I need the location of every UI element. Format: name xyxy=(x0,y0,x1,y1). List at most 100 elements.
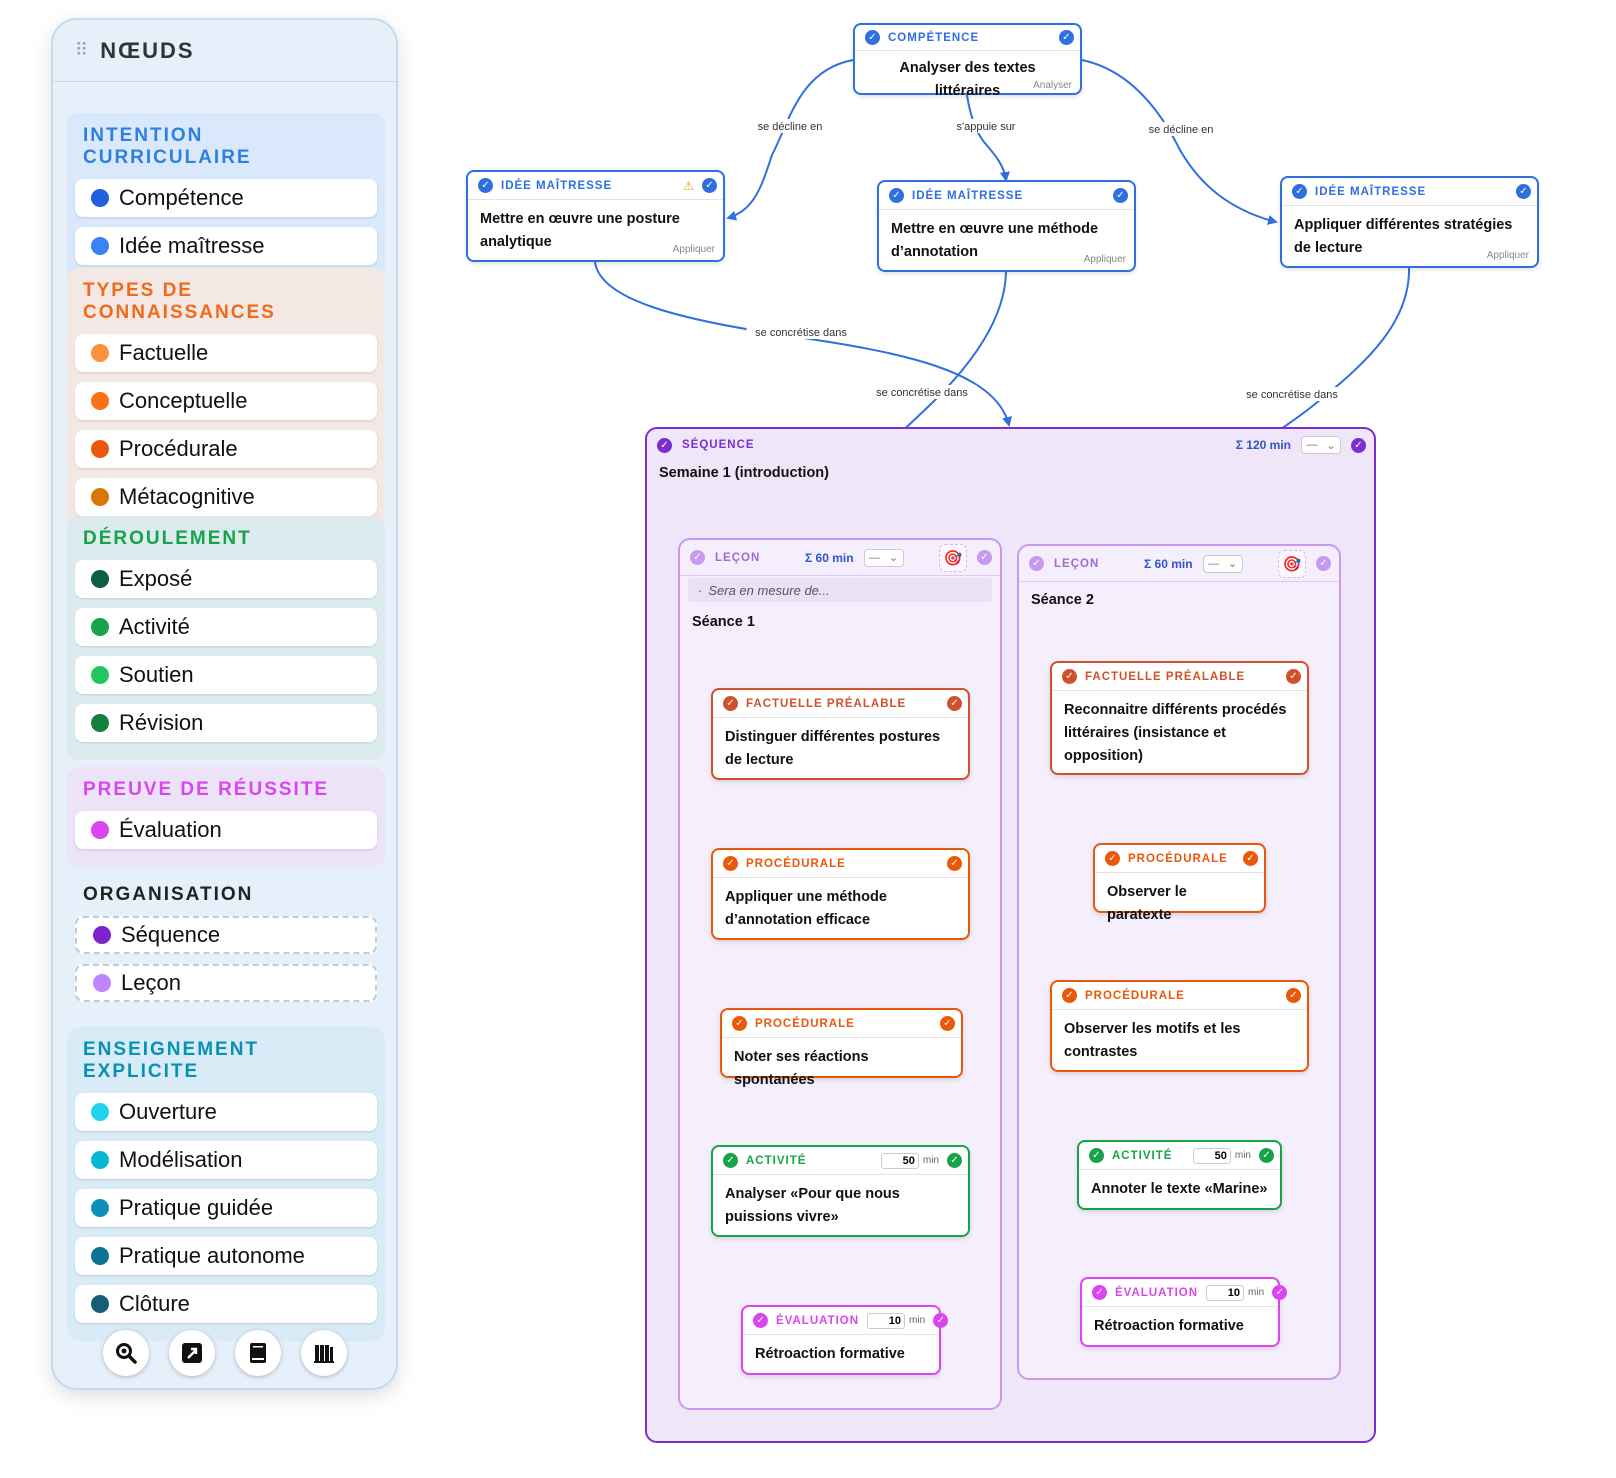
edge-label: se concrétise dans xyxy=(755,327,847,339)
procedural-knowledge-node[interactable]: ✓PROCÉDURALE✓ Observer les motifs et les… xyxy=(1050,980,1309,1072)
node-type-item[interactable]: Exposé xyxy=(75,560,377,598)
target-icon[interactable]: 🎯 xyxy=(939,543,967,572)
status-check-icon[interactable]: ✓ xyxy=(1243,851,1258,866)
status-check-icon[interactable]: ✓ xyxy=(940,1016,955,1031)
node-type-item[interactable]: Révision xyxy=(75,704,377,742)
status-check-icon[interactable]: ✓ xyxy=(1113,188,1128,203)
edge-line[interactable] xyxy=(594,261,1012,427)
edge-label: se concrétise dans xyxy=(876,387,968,399)
idea-node[interactable]: ✓ IDÉE MAÎTRESSE ✓ Appliquer différentes… xyxy=(1280,176,1539,268)
node-type-item[interactable]: Conceptuelle xyxy=(75,382,377,420)
export-icon[interactable] xyxy=(168,1330,215,1376)
book-icon[interactable] xyxy=(234,1330,281,1376)
validated-check-icon: ✓ xyxy=(889,188,904,203)
node-kind: IDÉE MAÎTRESSE xyxy=(501,179,613,192)
node-type-item[interactable]: Compétence xyxy=(75,179,377,217)
minutes-input[interactable] xyxy=(1206,1284,1245,1301)
node-text: Distinguer différentes postures de lectu… xyxy=(725,729,941,768)
node-type-item[interactable]: Évaluation xyxy=(75,811,377,849)
minutes-input[interactable] xyxy=(880,1152,919,1169)
competence-node[interactable]: ✓ COMPÉTENCE ✓ Analyser des textes litté… xyxy=(853,23,1082,99)
status-check-icon[interactable]: ✓ xyxy=(947,1153,962,1168)
validated-check-icon: ✓ xyxy=(1292,184,1307,199)
library-icon[interactable] xyxy=(300,1330,347,1376)
node-type-item[interactable]: Clôture xyxy=(75,1285,377,1323)
lesson-container[interactable]: ✓ LEÇON Σ 60 min —⌄ 🎯 ✓ · Sera en mesure… xyxy=(678,538,1002,1410)
sequence-title: Semaine 1 (introduction) xyxy=(659,465,829,481)
objective-hint[interactable]: · Sera en mesure de... xyxy=(688,578,992,602)
procedural-knowledge-node[interactable]: ✓PROCÉDURALE✓ Appliquer une méthode d’an… xyxy=(711,848,970,940)
minutes-input[interactable] xyxy=(1192,1147,1231,1164)
node-text: Rétroaction formative xyxy=(1094,1318,1244,1334)
activity-node[interactable]: ✓ACTIVITÉmin✓ Annoter le texte «Marine» xyxy=(1077,1140,1282,1210)
node-tag: Analyser xyxy=(1033,80,1072,91)
status-check-icon[interactable]: ✓ xyxy=(1286,669,1301,684)
node-type-label: Leçon xyxy=(121,970,181,995)
node-type-label: Soutien xyxy=(119,662,194,687)
validated-check-icon: ✓ xyxy=(1105,851,1120,866)
search-icon[interactable] xyxy=(102,1330,149,1376)
procedural-knowledge-node[interactable]: ✓PROCÉDURALE✓ Observer le paratexte xyxy=(1093,843,1266,923)
duration-select[interactable]: —⌄ xyxy=(1301,436,1341,454)
edge-line[interactable] xyxy=(726,59,854,221)
duration-field: min xyxy=(880,1152,939,1169)
status-check-icon[interactable]: ✓ xyxy=(947,856,962,871)
node-type-item[interactable]: Leçon xyxy=(75,964,377,1002)
target-icon[interactable]: 🎯 xyxy=(1278,549,1306,578)
factual-knowledge-node[interactable]: ✓FACTUELLE PRÉALABLE✓ Distinguer différe… xyxy=(711,688,970,780)
evaluation-node[interactable]: ✓ÉVALUATIONmin✓ Rétroaction formative xyxy=(741,1305,949,1375)
node-kind: ÉVALUATION xyxy=(776,1314,860,1327)
status-check-icon[interactable]: ✓ xyxy=(1059,30,1074,45)
duration-select[interactable]: —⌄ xyxy=(1202,554,1243,573)
node-type-item[interactable]: Métacognitive xyxy=(75,478,377,516)
node-type-item[interactable]: Soutien xyxy=(75,656,377,694)
node-type-label: Activité xyxy=(119,614,190,639)
status-check-icon[interactable]: ✓ xyxy=(1351,437,1366,453)
node-type-item[interactable]: Modélisation xyxy=(75,1141,377,1179)
status-check-icon[interactable]: ✓ xyxy=(1259,1148,1274,1163)
color-dot-icon xyxy=(91,488,109,506)
node-type-item[interactable]: Factuelle xyxy=(75,334,377,372)
node-text: Mettre en œuvre une posture analytique xyxy=(480,211,680,250)
edge-label: se décline en xyxy=(1149,124,1214,136)
procedural-knowledge-node[interactable]: ✓PROCÉDURALE✓ Noter ses réactions sponta… xyxy=(720,1008,963,1088)
color-dot-icon xyxy=(91,1295,109,1313)
node-kind: PROCÉDURALE xyxy=(746,857,846,870)
drag-handle-icon[interactable]: ⠿ xyxy=(75,40,88,60)
warning-icon[interactable]: ⚠ xyxy=(683,178,694,193)
color-dot-icon xyxy=(91,344,109,362)
status-check-icon[interactable]: ✓ xyxy=(1286,988,1301,1003)
node-type-item[interactable]: Pratique autonome xyxy=(75,1237,377,1275)
evaluation-node[interactable]: ✓ÉVALUATIONmin✓ Rétroaction formative xyxy=(1080,1277,1288,1347)
duration-select[interactable]: —⌄ xyxy=(863,548,904,567)
color-dot-icon xyxy=(91,570,109,588)
factual-knowledge-node[interactable]: ✓FACTUELLE PRÉALABLE✓ Reconnaitre différ… xyxy=(1050,661,1309,775)
duration-field: min xyxy=(1192,1147,1251,1164)
validated-check-icon: ✓ xyxy=(478,178,493,193)
status-check-icon[interactable]: ✓ xyxy=(1272,1285,1288,1300)
node-tag: Appliquer xyxy=(1083,254,1126,265)
status-check-icon[interactable]: ✓ xyxy=(702,178,717,193)
activity-node[interactable]: ✓ACTIVITÉmin✓ Analyser «Pour que nous pu… xyxy=(711,1145,970,1237)
color-dot-icon xyxy=(91,666,109,684)
node-type-item[interactable]: Pratique guidée xyxy=(75,1189,377,1227)
status-check-icon[interactable]: ✓ xyxy=(977,550,992,565)
group-title: TYPES DE CONNAISSANCES xyxy=(83,280,276,323)
idea-node[interactable]: ✓ IDÉE MAÎTRESSE ✓ Mettre en œuvre une m… xyxy=(877,180,1136,272)
node-type-item[interactable]: Séquence xyxy=(75,916,377,954)
node-type-item[interactable]: Idée maîtresse xyxy=(75,227,377,265)
status-check-icon[interactable]: ✓ xyxy=(1516,184,1531,199)
panel-toolbar xyxy=(53,1330,396,1376)
node-type-item[interactable]: Activité xyxy=(75,608,377,646)
node-type-item[interactable]: Ouverture xyxy=(75,1093,377,1131)
group-title: ORGANISATION xyxy=(83,884,254,905)
minutes-input[interactable] xyxy=(867,1312,906,1329)
status-check-icon[interactable]: ✓ xyxy=(933,1313,949,1328)
status-check-icon[interactable]: ✓ xyxy=(1316,556,1331,571)
validated-check-icon: ✓ xyxy=(865,30,880,45)
node-type-label: Factuelle xyxy=(119,340,209,365)
idea-node[interactable]: ✓ IDÉE MAÎTRESSE ⚠ ✓ Mettre en œuvre une… xyxy=(466,170,725,262)
node-type-item[interactable]: Procédurale xyxy=(75,430,377,468)
status-check-icon[interactable]: ✓ xyxy=(947,696,962,711)
